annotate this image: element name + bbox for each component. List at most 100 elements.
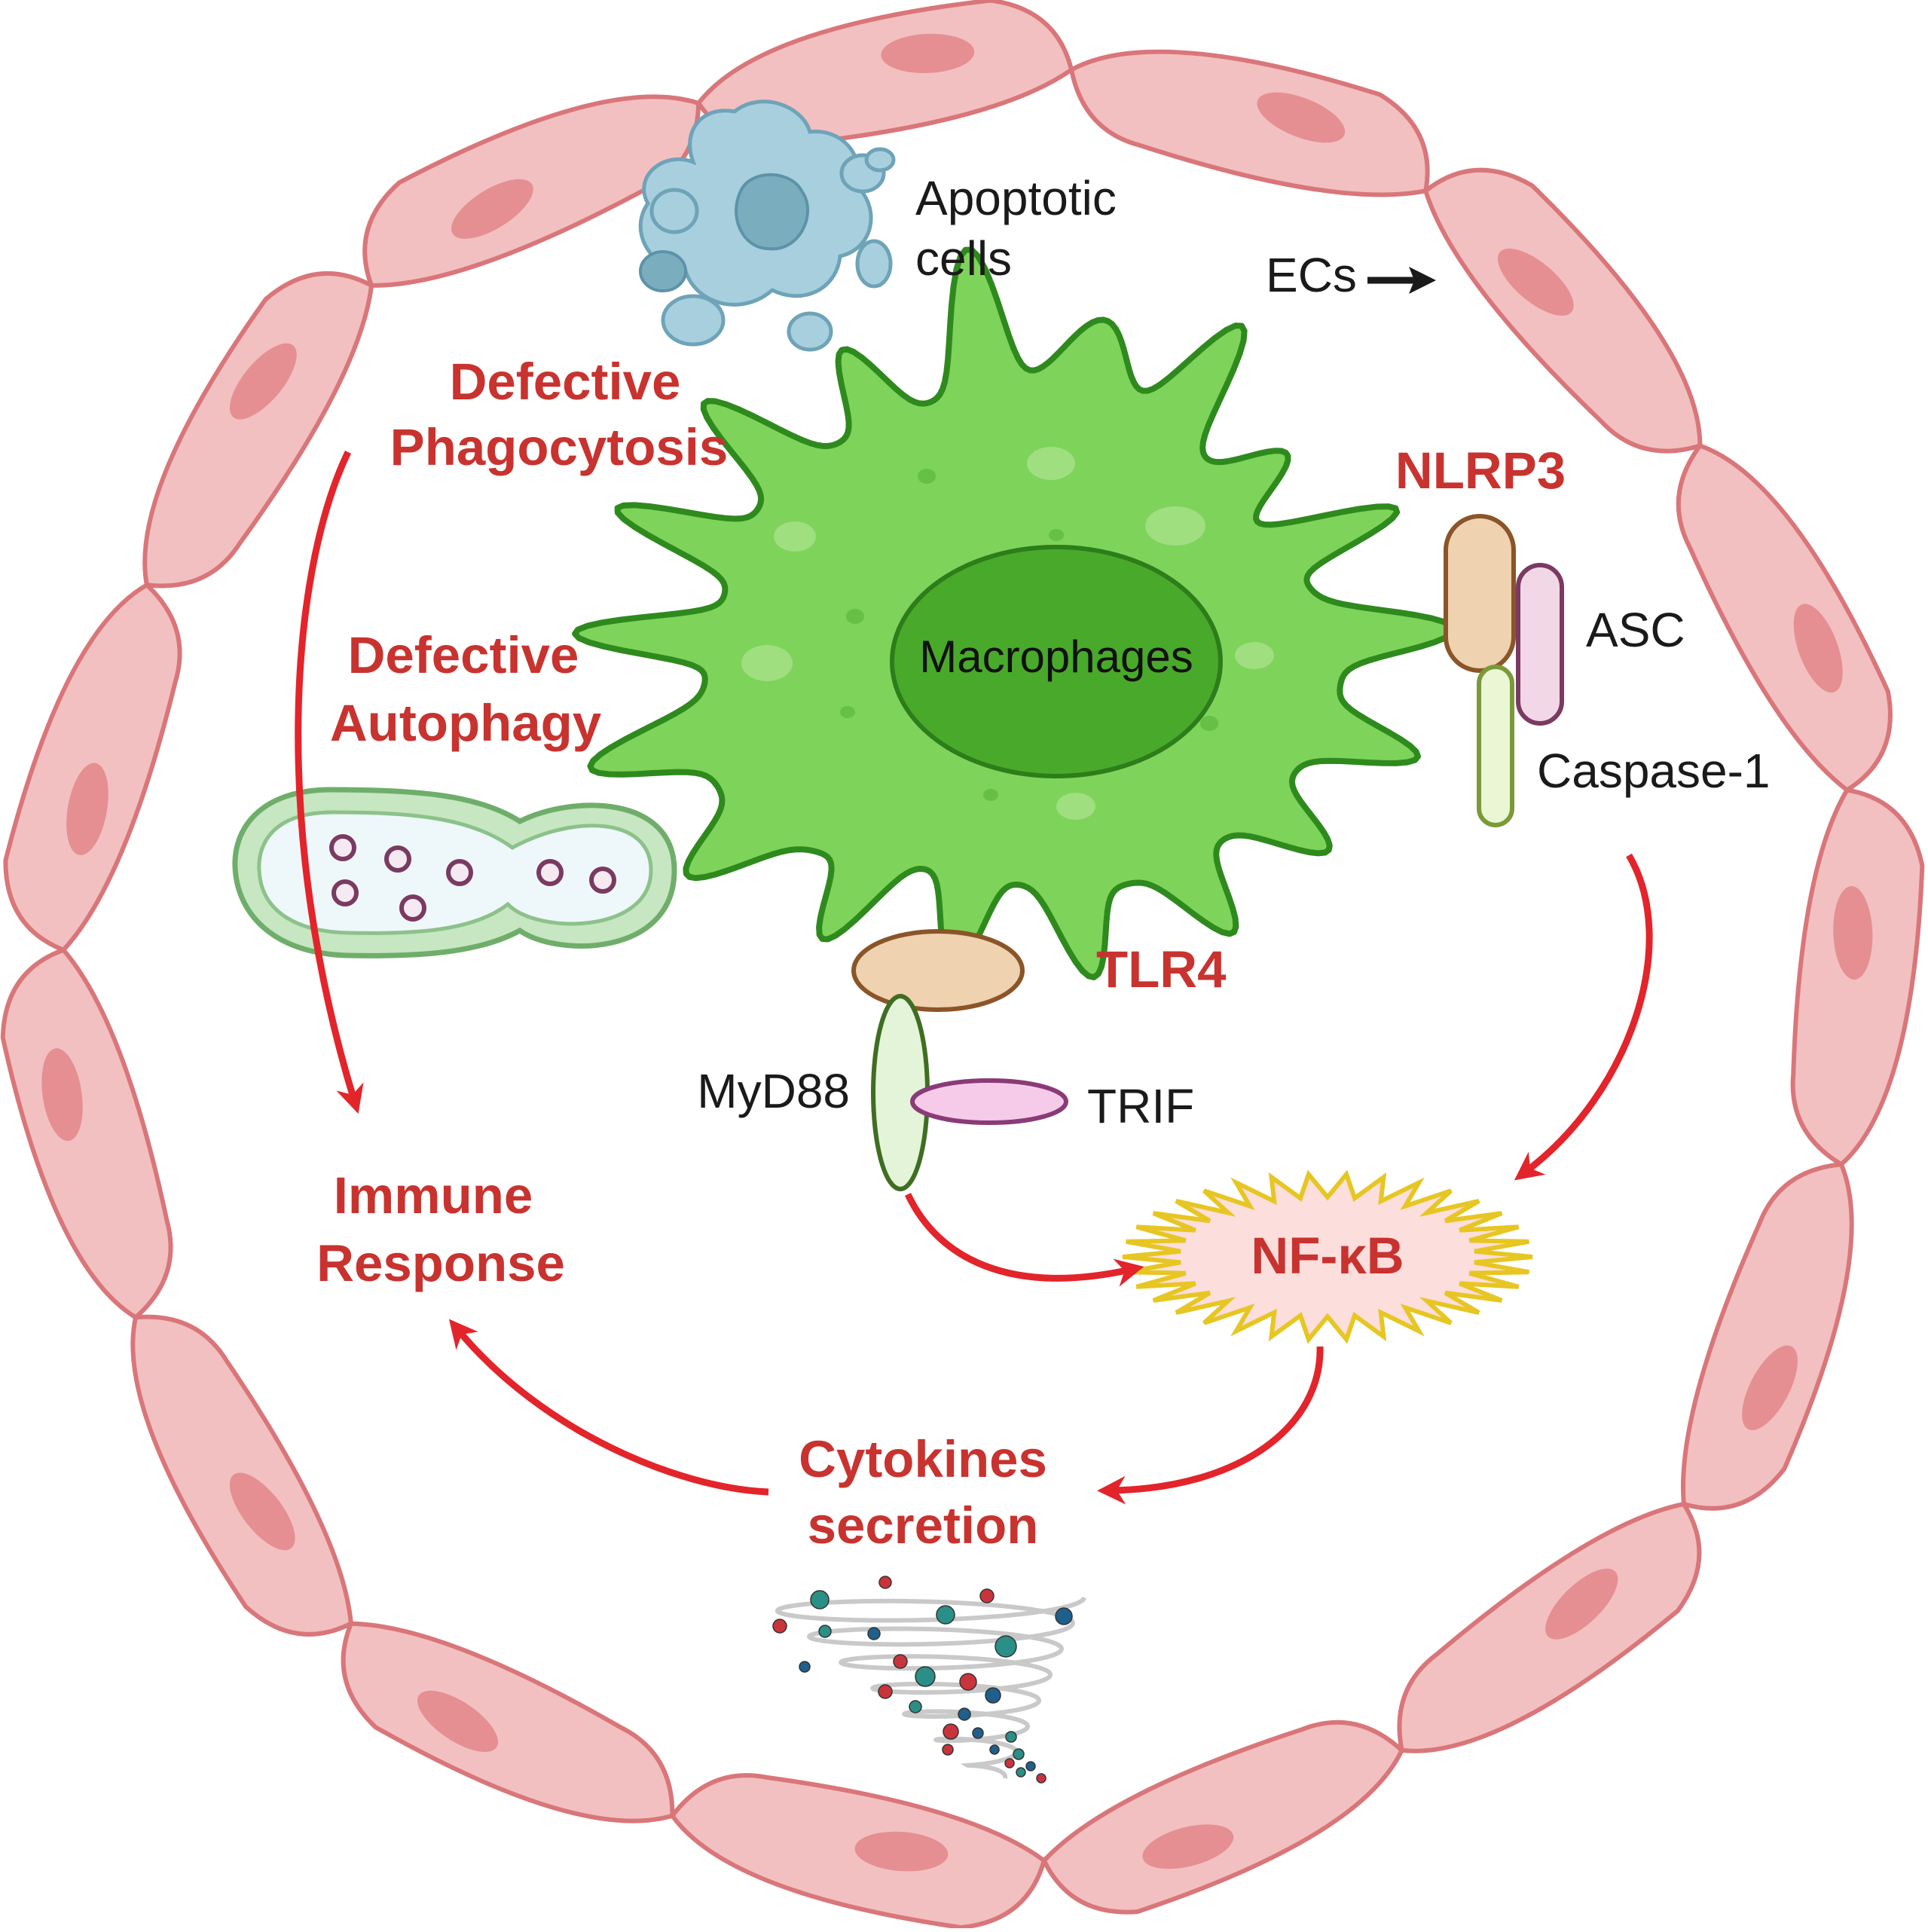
- apoptotic-cells-label-line2: cells: [915, 231, 1012, 286]
- pathway-arrows: [295, 267, 1653, 1505]
- cytokine-particle: [893, 1654, 908, 1669]
- macrophage-nucleus: [890, 545, 1223, 778]
- apoptotic-blebs: [649, 188, 699, 234]
- cytokine-particle: [979, 1588, 995, 1603]
- endothelial-nucleus: [451, 179, 533, 239]
- endothelial-nucleus: [1833, 886, 1873, 980]
- immune-response-label-line2: Response: [316, 1234, 565, 1292]
- apoptotic-blebs: [855, 239, 893, 289]
- cytokine-particle: [958, 1707, 971, 1721]
- cytokines-secretion-label-line2: secretion: [808, 1496, 1039, 1554]
- autophagosome-vesicle: [329, 834, 356, 861]
- cytokine-particle: [943, 1723, 959, 1740]
- defective-autophagy-label-line1: Defective: [348, 626, 579, 684]
- macrophage-vesicle: [741, 645, 793, 681]
- tornado-spiral: [775, 1597, 1086, 1779]
- defective-phagocytosis-label-line1: Defective: [450, 353, 681, 411]
- cytokine-tornado: [772, 1576, 1086, 1784]
- arrow-myd88-to-nfkb: [904, 1193, 1144, 1287]
- defective-phagocytosis-label-line2: Phagocytosis: [390, 418, 729, 476]
- endothelial-nucleus: [1545, 1568, 1618, 1640]
- nlrp3-label: NLRP3: [1395, 442, 1566, 500]
- macrophage-vesicle: [1056, 793, 1095, 820]
- apoptotic-cells-label-line1: Apoptotic: [915, 171, 1117, 225]
- cytokine-particle: [1005, 1731, 1017, 1743]
- autophagosome-vesicle: [446, 859, 473, 886]
- cytokine-particle: [1016, 1767, 1026, 1778]
- arrow-phagocytosis-to-immune: [295, 451, 364, 1114]
- macrophage-vesicle: [846, 609, 864, 624]
- nlrp3-protein: [1444, 514, 1516, 673]
- endothelial-cell: [341, 1621, 675, 1823]
- cytokine-particle: [1055, 1607, 1073, 1625]
- autophagosome-vesicle: [332, 879, 359, 906]
- endothelial-nucleus: [1497, 248, 1574, 316]
- cytokines-secretion-label-line1: Cytokines: [799, 1430, 1047, 1488]
- endothelial-nucleus: [1142, 1824, 1234, 1869]
- cytokine-particle: [985, 1687, 1001, 1704]
- cytokine-particle: [1025, 1761, 1036, 1772]
- cytokine-particle: [936, 1605, 955, 1625]
- autophagosome-vesicle: [536, 859, 564, 886]
- caspase1-label: Caspase-1: [1537, 744, 1771, 798]
- defective-autophagy-label-line2: Autophagy: [330, 694, 601, 752]
- endothelial-nucleus: [417, 1690, 499, 1753]
- endothelial-nucleus: [1257, 92, 1346, 143]
- cytokine-particle: [878, 1576, 892, 1589]
- trif-label: TRIF: [1087, 1079, 1194, 1133]
- tlr4-complex: [851, 929, 1068, 1191]
- macrophage-vesicle: [1235, 642, 1274, 669]
- endothelial-nucleus: [854, 1831, 949, 1872]
- autophagosome: [232, 787, 677, 958]
- tlr4-label: TLR4: [1096, 940, 1227, 998]
- endothelial-nucleus: [1793, 604, 1843, 693]
- cytokine-particle: [915, 1666, 936, 1687]
- autophagosome-vesicle: [399, 894, 426, 922]
- myd88-label: MyD88: [697, 1064, 850, 1118]
- endothelial-cell: [1676, 443, 1893, 793]
- macrophages-label: Macrophages: [919, 631, 1193, 682]
- cytokine-particle: [959, 1673, 977, 1691]
- arrow-nfkb-to-cytokines: [1097, 1346, 1324, 1505]
- endothelial-nucleus: [66, 763, 108, 855]
- cytokine-particle: [878, 1684, 893, 1699]
- nfkb-starburst: [1122, 1169, 1533, 1344]
- cytokine-particle: [799, 1661, 811, 1673]
- endothelial-cell: [1681, 1162, 1854, 1511]
- cytokine-particle: [772, 1619, 787, 1634]
- macrophage-cell: [572, 246, 1457, 980]
- macrophage-vesicle: [774, 521, 816, 552]
- cytokine-particle: [942, 1744, 954, 1756]
- caspase1-protein: [1477, 665, 1514, 827]
- macrophage-vesicle: [1200, 716, 1218, 731]
- cytokine-particle: [810, 1590, 830, 1609]
- nlrp3-inflammasome: [1444, 514, 1564, 827]
- cytokine-particle: [1036, 1773, 1046, 1784]
- nfkb-burst: [1122, 1169, 1533, 1344]
- apoptotic-cell-fragment: [639, 250, 687, 292]
- asc-label: ASC: [1586, 603, 1685, 657]
- cytokine-particle: [909, 1700, 922, 1713]
- macrophage-vesicle: [983, 789, 998, 801]
- autophagosome-vesicle: [384, 845, 411, 873]
- endothelial-nucleus: [881, 33, 975, 74]
- endothelial-nucleus: [41, 1048, 83, 1142]
- endothelial-nucleus: [229, 1472, 295, 1551]
- arrow-caspase-to-nfkb: [1514, 853, 1653, 1181]
- apoptotic-cells-cluster: [638, 99, 896, 352]
- macrophage-vesicle: [918, 469, 936, 484]
- cytokine-particle: [972, 1727, 984, 1739]
- macrophage-vesicle: [1145, 506, 1205, 546]
- nfkb-label: NF-κB: [1251, 1227, 1404, 1285]
- asc-protein: [1516, 563, 1564, 726]
- endothelial-cell: [1069, 49, 1430, 197]
- macrophage-vesicle: [1049, 529, 1064, 541]
- endothelial-cell: [142, 271, 374, 588]
- endothelial-cell: [0, 947, 173, 1320]
- immune-response-label-line1: Immune: [334, 1166, 533, 1224]
- diagram-labels: Apoptotic cells ECs Defective Phagocytos…: [316, 171, 1770, 1554]
- macrophage-vesicle: [840, 706, 855, 718]
